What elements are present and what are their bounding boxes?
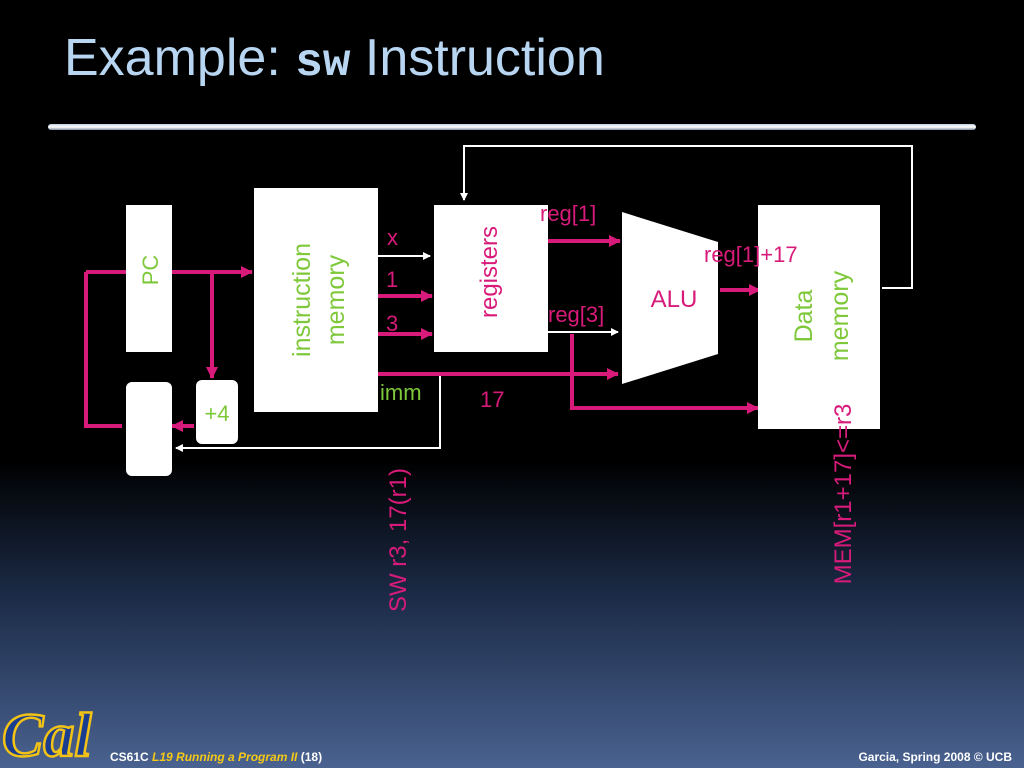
dmem-label-line1: Data xyxy=(790,290,818,343)
wire-writeback-loop xyxy=(460,145,913,289)
data-memory-block xyxy=(758,205,880,429)
mem-write-label: MEM[r1+17]<=r3 xyxy=(830,404,857,585)
wire-mux-to-pc xyxy=(84,272,122,428)
dmem-label-line2: memory xyxy=(826,270,854,361)
footer-credit: Garcia, Spring 2008 © UCB xyxy=(858,750,1012,764)
instruction-label: SW r3, 17(r1) xyxy=(385,468,412,612)
reg3-label: reg[3] xyxy=(548,302,604,327)
footer-course-info: CS61C L19 Running a Program II (18) xyxy=(110,750,322,764)
plus4-label: +4 xyxy=(204,401,229,426)
lecture-title: L19 Running a Program II xyxy=(152,750,298,764)
page-number: (18) xyxy=(300,750,323,764)
imem-label-line2: memory xyxy=(322,254,350,345)
wire-imm-to-mux xyxy=(175,376,441,452)
cal-logo: Cal xyxy=(1,701,94,768)
imm-value-label: 17 xyxy=(480,387,504,412)
title-code: sw xyxy=(295,37,351,89)
title-suffix: Instruction xyxy=(350,29,605,87)
registers-label: registers xyxy=(476,226,503,318)
slide-title: Example: sw Instruction xyxy=(64,28,605,89)
course-name: CS61C xyxy=(110,750,149,764)
imem-label-line1: instruction xyxy=(288,243,316,357)
alu-block xyxy=(622,212,718,384)
field-rs-label: 1 xyxy=(386,267,398,292)
field-x-label: x xyxy=(387,225,398,250)
reg1-plus17-label: reg[1]+17 xyxy=(704,242,798,267)
field-imm-label: imm xyxy=(380,380,422,405)
logo-text: Cal xyxy=(2,702,92,768)
reg1-label: reg[1] xyxy=(540,201,596,226)
pc-block xyxy=(126,205,172,352)
title-rule xyxy=(48,124,976,130)
white-wires xyxy=(175,145,913,452)
registers-block xyxy=(434,205,548,352)
mux-block xyxy=(126,382,172,476)
title-prefix: Example: xyxy=(64,29,296,87)
pc-label: PC xyxy=(138,255,163,286)
plus4-block xyxy=(196,380,238,444)
alu-label: ALU xyxy=(651,286,698,313)
instruction-memory-block xyxy=(254,188,378,412)
field-rt-label: 3 xyxy=(386,311,398,336)
wire-reg3-to-dmem xyxy=(570,334,759,414)
